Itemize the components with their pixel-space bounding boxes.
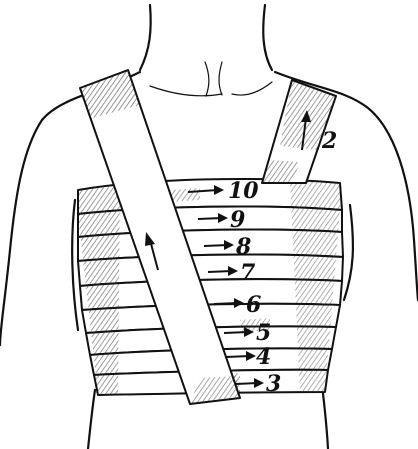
label-7: 7: [240, 260, 256, 286]
label-4: 4: [256, 344, 271, 370]
label-5: 5: [256, 320, 271, 346]
label-3: 3: [266, 371, 281, 397]
label-10: 10: [228, 178, 259, 204]
label-8: 8: [235, 234, 251, 260]
label-6: 6: [246, 292, 261, 318]
label-2: 2: [321, 128, 337, 154]
label-9: 9: [230, 207, 245, 233]
